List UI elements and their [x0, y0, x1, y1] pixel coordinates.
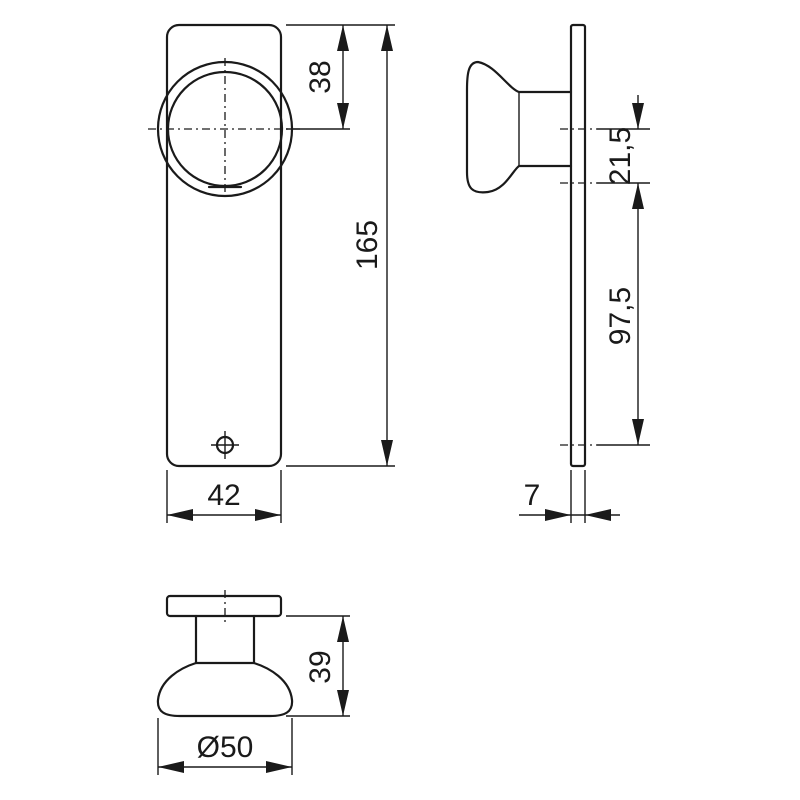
knob-stem	[194, 614, 256, 665]
dim-knob-center: 38	[286, 24, 350, 130]
dim-label-39: 39	[304, 650, 337, 683]
dim-plate-height: 165	[286, 24, 395, 467]
dim-side-lower: 97,5	[597, 183, 650, 446]
backplate-outline	[165, 23, 283, 468]
dim-label-42: 42	[207, 479, 240, 512]
backplate-side	[569, 23, 587, 468]
dim-label-50: Ø50	[197, 731, 254, 764]
dim-label-38: 38	[304, 60, 337, 93]
knob-base-plate	[165, 594, 283, 618]
dim-plate-thickness: 7	[519, 470, 620, 523]
dim-label-165: 165	[351, 220, 384, 270]
side-view	[465, 23, 597, 468]
dim-side-upper: 21,5	[597, 95, 650, 209]
dim-knob-diameter: Ø50	[157, 718, 293, 775]
knob-head	[156, 661, 294, 718]
dim-label-21-5: 21,5	[604, 127, 637, 185]
dim-knob-projection: 39	[286, 615, 350, 717]
dim-plate-width: 42	[166, 470, 282, 523]
dim-label-7: 7	[524, 479, 541, 512]
top-view	[156, 590, 294, 718]
front-view	[148, 23, 302, 468]
knob-profile	[465, 60, 573, 194]
dim-label-97-5: 97,5	[604, 287, 637, 345]
